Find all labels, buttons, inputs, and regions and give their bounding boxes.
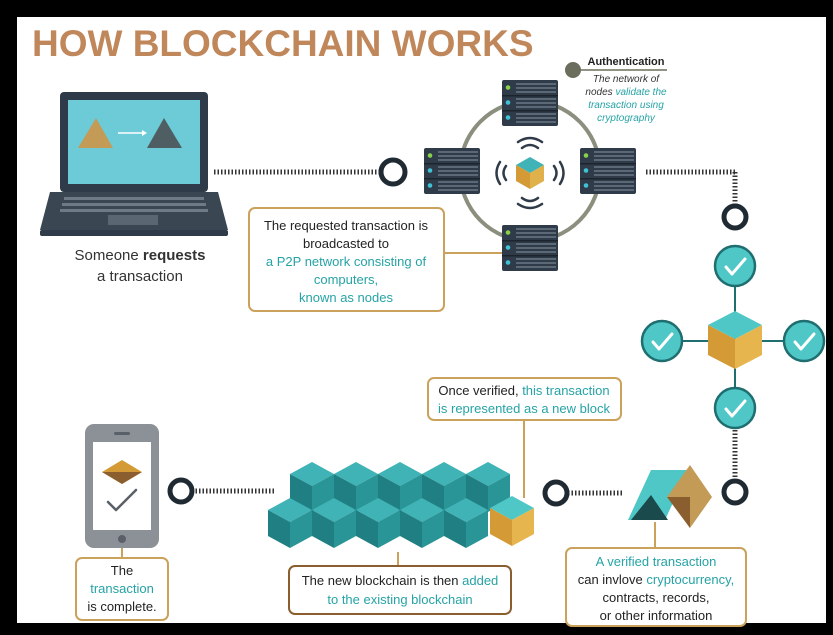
step3-line1: Once verified, this transaction — [438, 383, 609, 398]
step6-line3: is complete. — [87, 599, 156, 614]
step6-box — [75, 557, 169, 621]
authentication-line1: The network of — [593, 74, 660, 85]
server-icon-bottom — [502, 225, 558, 271]
step4-line3: contracts, records, — [603, 590, 710, 605]
step4-line1: A verified transaction — [596, 554, 717, 569]
connector-node-4 — [542, 479, 570, 507]
server-icon-top — [502, 80, 558, 126]
step6-line1: The — [111, 563, 133, 578]
step5-line1: The new blockchain is then added — [302, 573, 499, 588]
step4-box — [565, 547, 747, 627]
page-title: HOW BLOCKCHAIN WORKS — [32, 23, 534, 64]
step5-line2: to the existing blockchain — [327, 592, 472, 607]
authentication-line3: transaction using — [588, 100, 664, 111]
step4-line2: can invlove cryptocurrency, — [578, 572, 735, 587]
authentication-line4: cryptography — [597, 113, 656, 124]
new-block-icon — [628, 465, 712, 528]
step2-box — [248, 207, 445, 312]
step2-line5: known as nodes — [299, 290, 393, 305]
verified-block-icon — [708, 311, 762, 369]
check-circle-icon-top — [713, 244, 757, 288]
step4-line4: or other information — [600, 608, 713, 623]
laptop-icon — [40, 92, 228, 236]
step2-line3: a P2P network consisting of — [266, 254, 427, 269]
authentication-heading: Authentication — [588, 56, 665, 68]
server-icon-left — [424, 148, 480, 194]
signal-waves-icon — [495, 136, 565, 210]
blockchain-blocks-icon — [268, 462, 534, 548]
check-circle-icon-right — [782, 319, 826, 363]
connector-node-1 — [378, 157, 408, 187]
connector-node-5 — [167, 477, 195, 505]
step1-caption: Someone requests — [75, 247, 206, 264]
step5-box — [288, 565, 512, 615]
block-cube-icon — [516, 157, 544, 189]
connector-node-2 — [721, 203, 749, 231]
step2-line2: broadcasted to — [303, 236, 389, 251]
authentication-marker — [565, 62, 581, 78]
check-circle-icon-left — [640, 319, 684, 363]
smartphone-icon — [85, 424, 159, 548]
step1-caption-line2: a transaction — [97, 268, 183, 285]
authentication-line2: nodes validate the — [585, 87, 667, 98]
check-circle-icon-bottom — [713, 386, 757, 430]
server-icon-right — [580, 148, 636, 194]
step6-line2: transaction — [90, 581, 154, 596]
step2-line4: computers, — [314, 272, 378, 287]
connector-node-3 — [721, 478, 749, 506]
step2-line1: The requested transaction is — [264, 218, 429, 233]
step3-line2: is represented as a new block — [438, 401, 610, 416]
